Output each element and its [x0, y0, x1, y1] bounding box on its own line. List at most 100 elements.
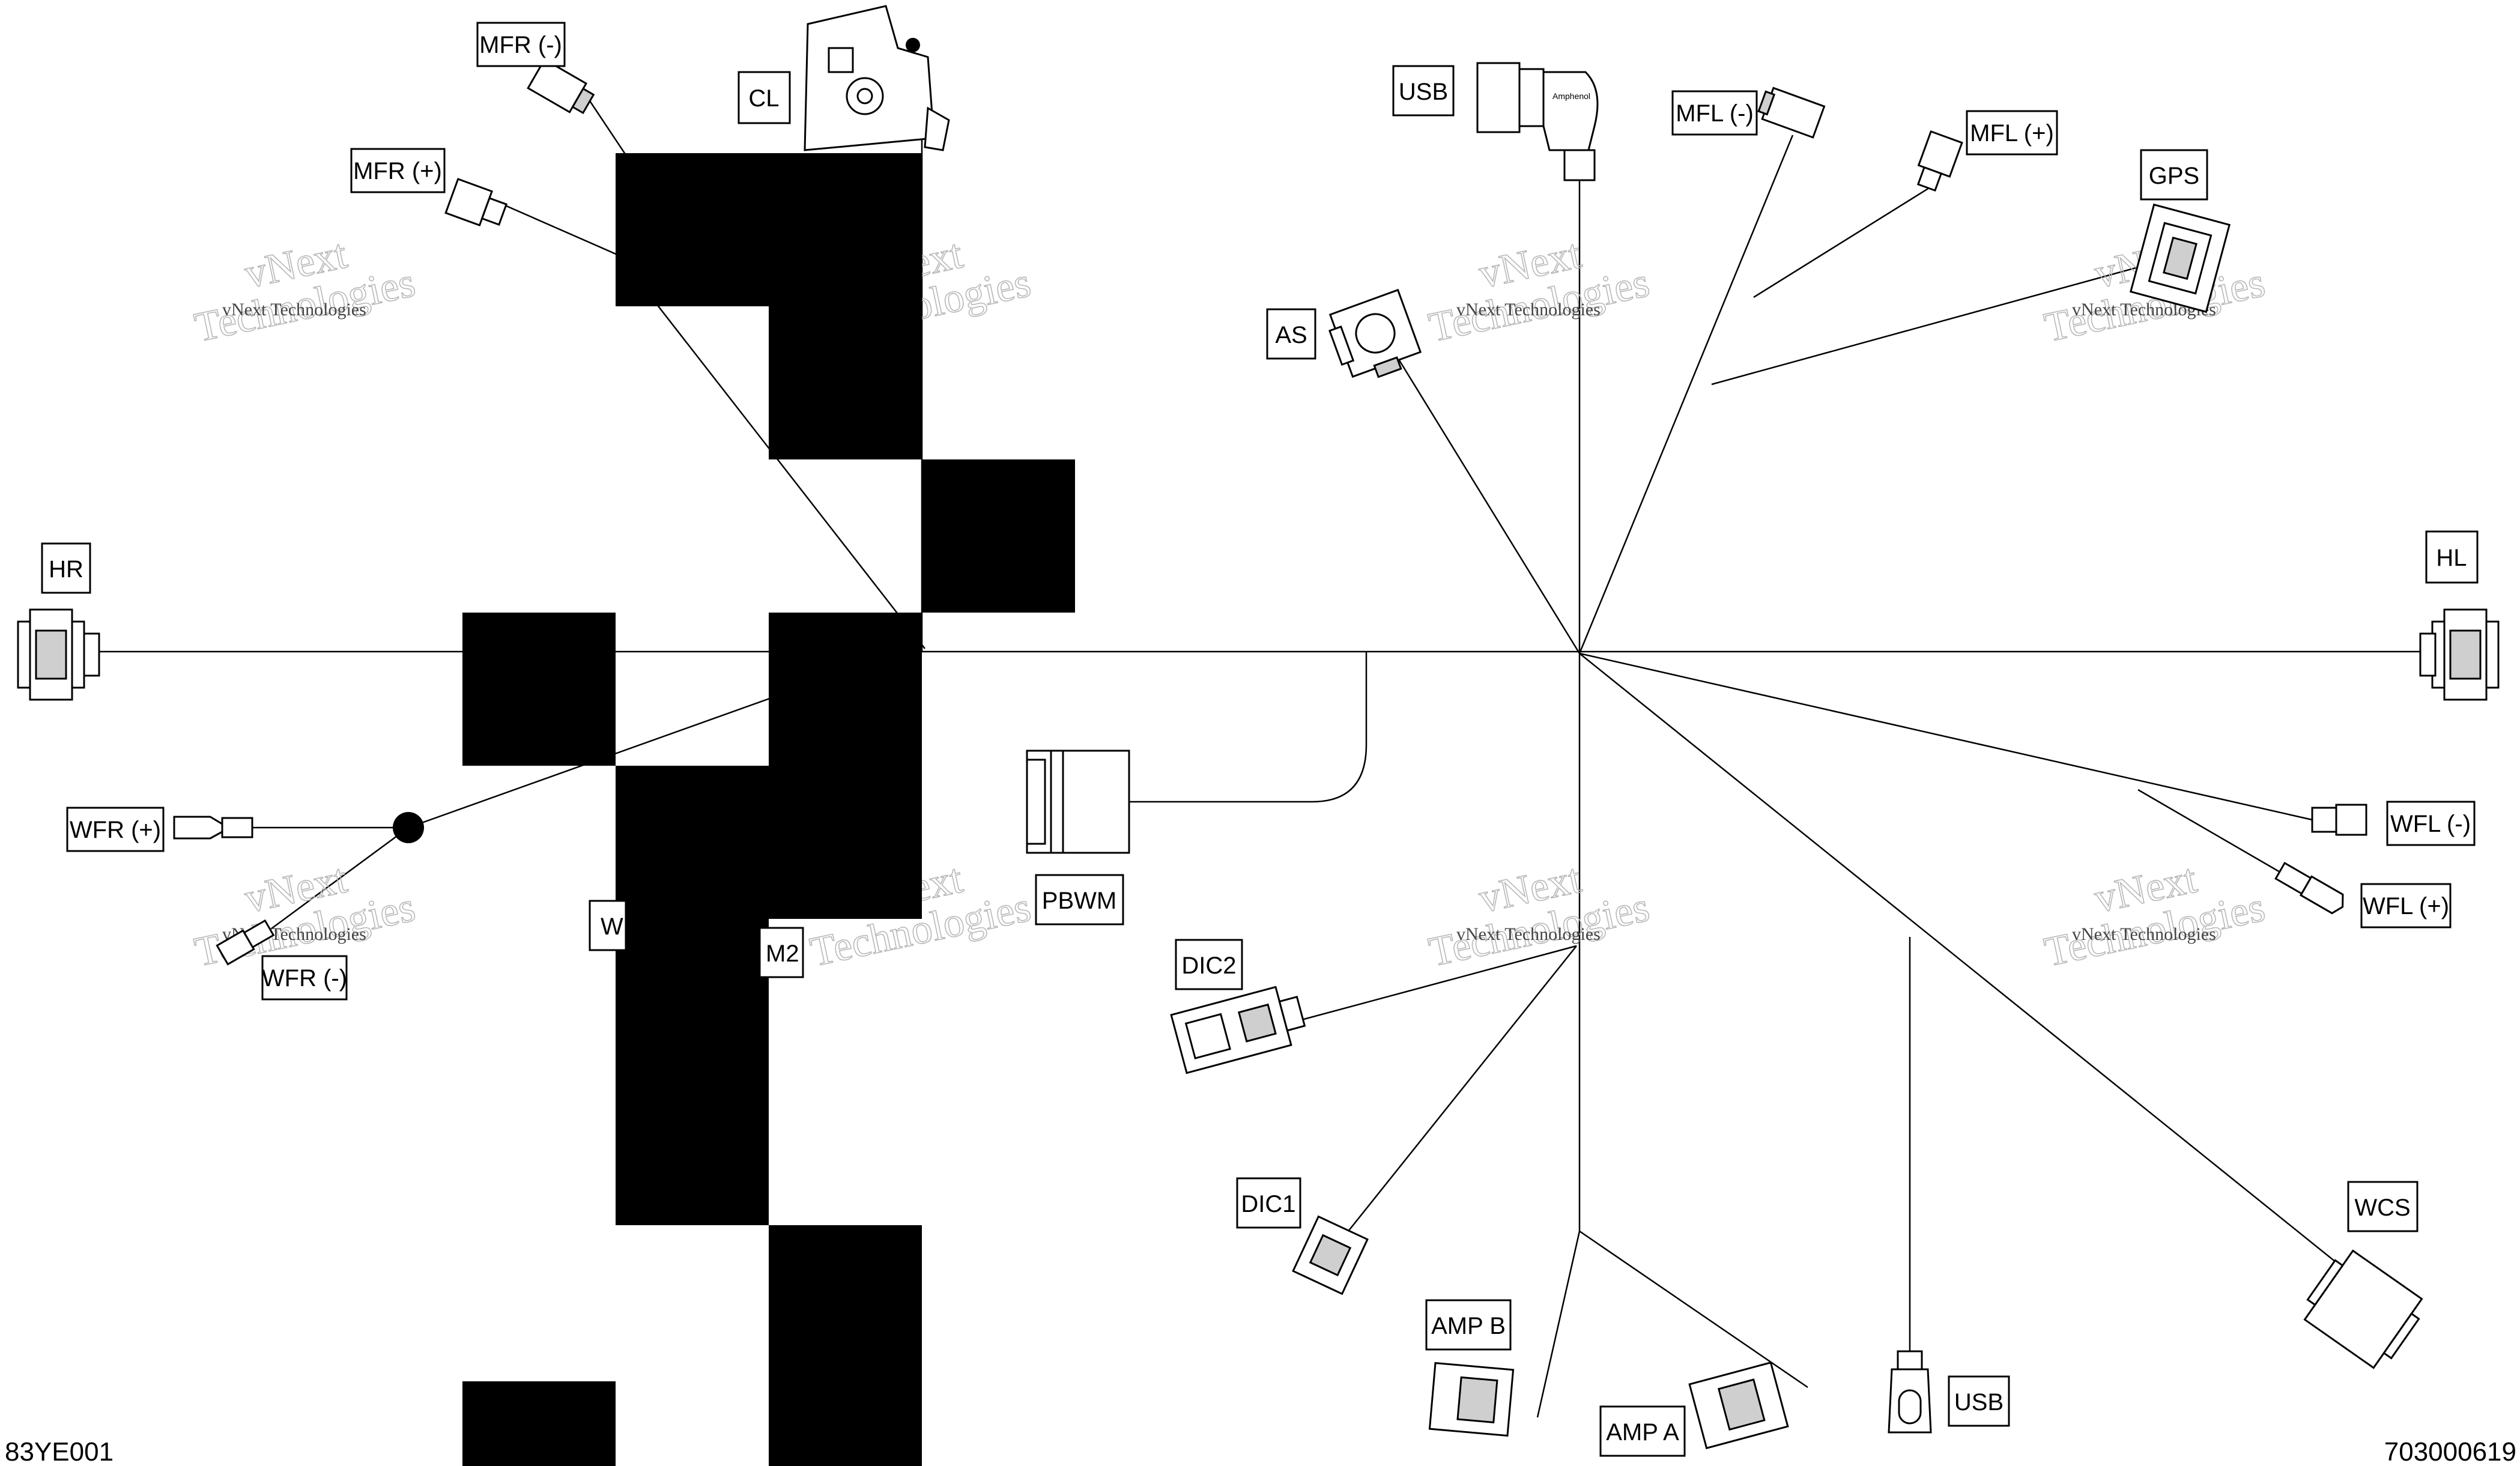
- wire-mfr-plus: [495, 200, 619, 256]
- gps-connector-icon: [2129, 203, 2231, 313]
- wire-wcs: [1579, 653, 2343, 1268]
- label-dic1: DIC1: [1236, 1177, 1301, 1229]
- redaction-block: [616, 919, 769, 1225]
- redaction-block: [462, 613, 616, 766]
- as-connector-icon: [1328, 288, 1422, 378]
- label-partial-w: W: [589, 900, 627, 951]
- watermark-8: vNext Technologies vNext Technologies: [2040, 855, 2270, 976]
- wire-wfr-minus: [264, 826, 409, 935]
- svg-text:vNext Technologies: vNext Technologies: [1456, 300, 1601, 320]
- svg-text:Amphenol: Amphenol: [1552, 91, 1590, 101]
- label-usb-top: USB: [1392, 65, 1455, 117]
- svg-text:WFR (-): WFR (-): [262, 965, 347, 992]
- label-mfl-minus: MFL (-): [1671, 90, 1758, 136]
- redaction-blocks: [462, 153, 1075, 1466]
- svg-text:vNext Technologies: vNext Technologies: [1456, 924, 1601, 944]
- bottom-left-code: 83YE001: [5, 1437, 114, 1466]
- svg-text:USB: USB: [1954, 1389, 2004, 1416]
- svg-text:USB: USB: [1399, 79, 1448, 105]
- redaction-block: [922, 459, 1075, 613]
- redaction-block: [616, 766, 922, 919]
- wfr-plus-connector-icon: [173, 816, 253, 840]
- label-hl: HL: [2425, 530, 2479, 584]
- mfl-plus-connector-icon: [1916, 130, 1963, 192]
- wfl-minus-connector-icon: [2311, 804, 2367, 836]
- svg-text:vNext Technologies: vNext Technologies: [2072, 924, 2216, 944]
- label-hr: HR: [41, 542, 91, 594]
- label-as: AS: [1266, 308, 1316, 360]
- label-amp-a: AMP A: [1599, 1405, 1686, 1457]
- svg-text:AMP B: AMP B: [1431, 1313, 1506, 1339]
- label-wfr-minus: WFR (-): [261, 955, 348, 1001]
- dic1-connector-icon: [1292, 1215, 1369, 1295]
- cl-connector-icon: [804, 5, 950, 151]
- svg-text:MFL (-): MFL (-): [1676, 100, 1754, 127]
- wire-dic2: [1297, 945, 1577, 1022]
- label-wfr-plus: WFR (+): [66, 807, 165, 852]
- label-pbwm: PBWM: [1035, 874, 1124, 925]
- wire-mfl-minus: [1578, 135, 1794, 654]
- label-amp-b: AMP B: [1425, 1299, 1512, 1351]
- label-mfr-plus: MFR (+): [350, 148, 446, 193]
- mfr-plus-connector-icon: [444, 178, 508, 226]
- label-wcs: WCS: [2347, 1181, 2419, 1232]
- wire-amp-b: [1536, 1231, 1581, 1418]
- svg-text:DIC1: DIC1: [1241, 1191, 1295, 1217]
- svg-text:AMP A: AMP A: [1606, 1419, 1679, 1446]
- label-usb-bottom: USB: [1948, 1375, 2010, 1427]
- wire-amp-a: [1579, 1230, 1808, 1389]
- mfl-minus-connector-icon: [1757, 86, 1826, 139]
- svg-text:WFL (+): WFL (+): [2363, 893, 2449, 919]
- dic2-connector-icon: [1170, 986, 1306, 1074]
- redaction-block: [616, 153, 922, 306]
- redaction-block: [769, 306, 922, 459]
- watermark-7: vNext Technologies vNext Technologies: [1425, 855, 1654, 976]
- label-mfr-minus: MFR (-): [476, 22, 566, 67]
- wires: [96, 98, 2420, 1418]
- wire-as: [1398, 360, 1581, 654]
- usb-bottom-connector-icon: [1888, 1350, 1932, 1434]
- svg-text:M2: M2: [766, 940, 799, 967]
- wire-dic1: [1348, 945, 1577, 1232]
- mfr-minus-connector-icon: [527, 58, 595, 115]
- label-dic2: DIC2: [1175, 939, 1243, 990]
- wire-wfl-minus: [1579, 652, 2313, 821]
- svg-text:MFR (-): MFR (-): [479, 32, 562, 58]
- svg-text:PBWM: PBWM: [1042, 888, 1116, 914]
- svg-text:DIC2: DIC2: [1181, 953, 1236, 979]
- label-cl: CL: [738, 71, 791, 124]
- svg-text:MFL (+): MFL (+): [1970, 120, 2054, 147]
- redaction-block: [769, 1225, 922, 1466]
- wire-pbwm: [1129, 652, 1368, 803]
- svg-text:W: W: [601, 913, 623, 940]
- svg-text:MFR (+): MFR (+): [353, 158, 442, 184]
- redaction-block: [462, 1381, 616, 1466]
- connectors: Amphenol: [17, 5, 2500, 1450]
- pbwm-connector-icon: [1026, 750, 1130, 854]
- wire-mfl-plus: [1753, 182, 1937, 298]
- watermark-3: vNext Technologies vNext Technologies: [1425, 230, 1654, 351]
- wire-wfl-plus: [2137, 789, 2289, 878]
- amp-a-connector-icon: [1688, 1361, 1789, 1450]
- wfl-plus-connector-icon: [2274, 861, 2344, 915]
- bottom-right-code: 703000619: [2384, 1437, 2516, 1466]
- label-wfl-plus: WFL (+): [2360, 883, 2452, 928]
- label-wfl-minus: WFL (-): [2386, 801, 2476, 846]
- svg-text:WFR (+): WFR (+): [70, 817, 161, 843]
- hl-connector-icon: [2419, 608, 2500, 701]
- svg-text:WCS: WCS: [2354, 1195, 2410, 1221]
- hr-connector-icon: [17, 608, 100, 701]
- svg-text:vNext Technologies: vNext Technologies: [222, 300, 366, 320]
- redaction-block: [769, 613, 922, 766]
- label-partial-m2: M2: [759, 927, 804, 978]
- svg-text:WFL (-): WFL (-): [2390, 811, 2471, 837]
- wire-gps: [1711, 266, 2139, 386]
- splice-dot: [393, 812, 424, 843]
- label-gps: GPS: [2140, 149, 2208, 201]
- wfr-minus-connector-icon: [216, 919, 275, 966]
- watermarks: vNext Technologies vNext Technologies vN…: [190, 230, 2270, 976]
- svg-text:HL: HL: [2436, 545, 2467, 571]
- svg-text:AS: AS: [1275, 322, 1307, 348]
- labels: MFR (-) MFR (+) CL USB MFL (-) MFL (+) G…: [41, 22, 2479, 1457]
